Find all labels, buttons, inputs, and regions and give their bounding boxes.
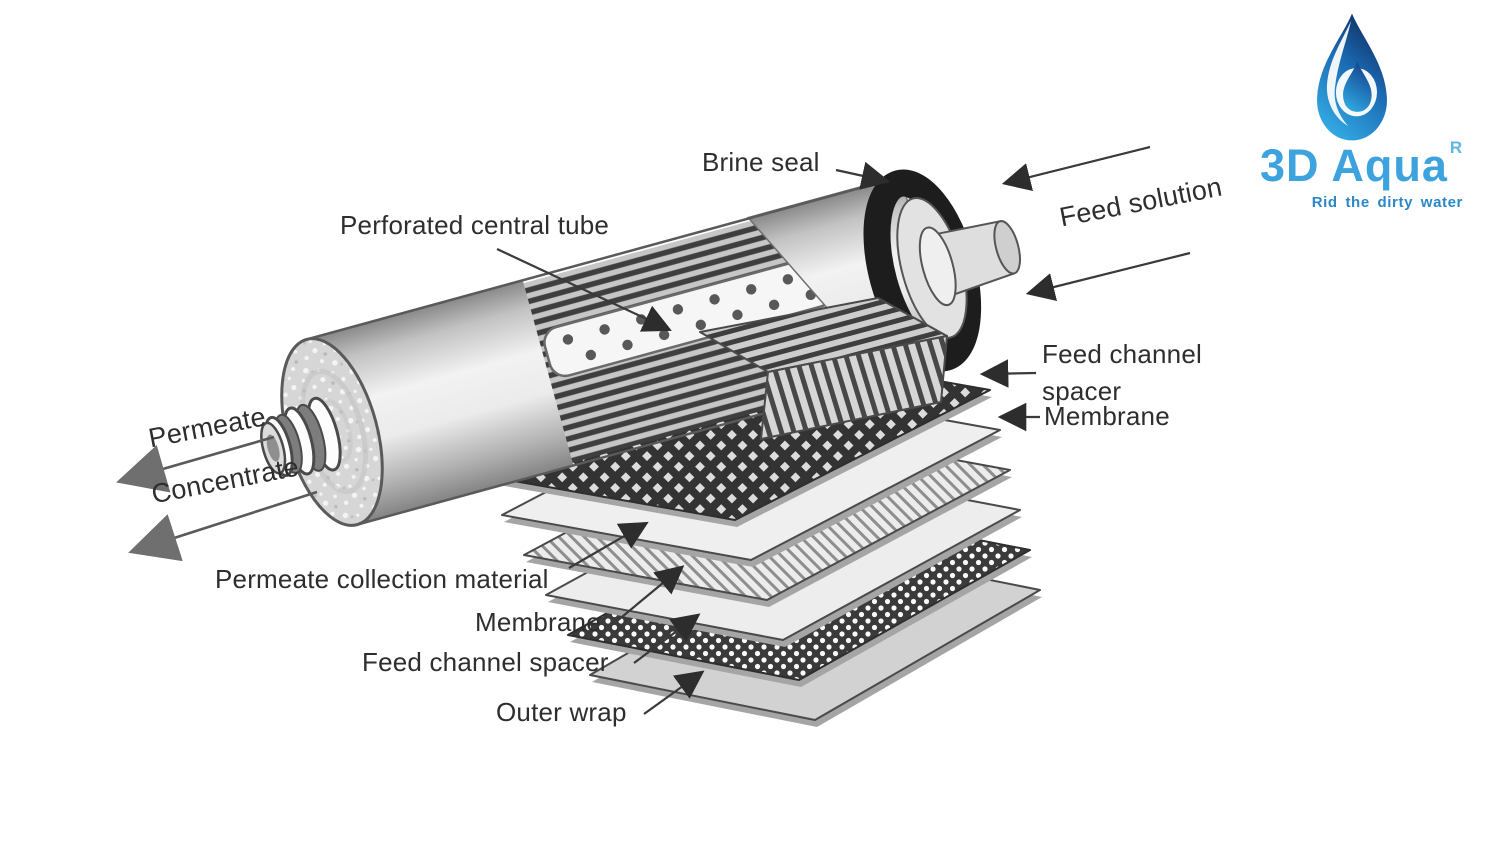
perforated-tube-arrow [496,248,672,332]
feed-channel-spacer-bottom-label: Feed channel spacer [362,647,609,677]
outer-wrap-arrow [643,670,705,715]
permeate-arrow [116,435,275,493]
water-drop-icon [1317,13,1387,141]
feed-solution-arrow-bottom [1025,251,1191,301]
feed-channel-spacer-right-label: Feed channel spacer [1042,339,1202,406]
permeate-collection-material-label: Permeate collection material [215,564,549,594]
permeate-collection-arrow [568,521,649,569]
brine-seal-label: Brine seal [702,147,820,177]
perforated-central-tube [543,256,834,378]
membrane-bottom-label: Membrane [475,607,601,637]
feed-end-cap [896,196,1021,339]
outer-wrap-label: Outer wrap [496,697,627,727]
membrane-right-label: Membrane [1044,401,1170,431]
unrolled-leaf-wedge [699,297,948,440]
membrane-bottom-arrow [616,565,685,622]
feed-channel-spacer-right-arrow [979,359,1037,388]
annotation-arrows [116,145,1191,715]
feed-channel-spacer-bottom-arrow [633,613,701,664]
registered-mark: R [1449,138,1463,157]
perforated-central-tube-label: Perforated central tube [340,210,610,240]
feed-solution-arrow-top [1001,145,1151,191]
brine-seal-arrow [835,161,891,190]
permeate-tube-stub [260,396,342,478]
concentrate-arrow [128,490,318,562]
brand-wordmark: 3D Aqua [1260,140,1448,191]
wedge-front-face [760,335,948,440]
brand-tagline: Rid the dirty water [1311,194,1463,211]
